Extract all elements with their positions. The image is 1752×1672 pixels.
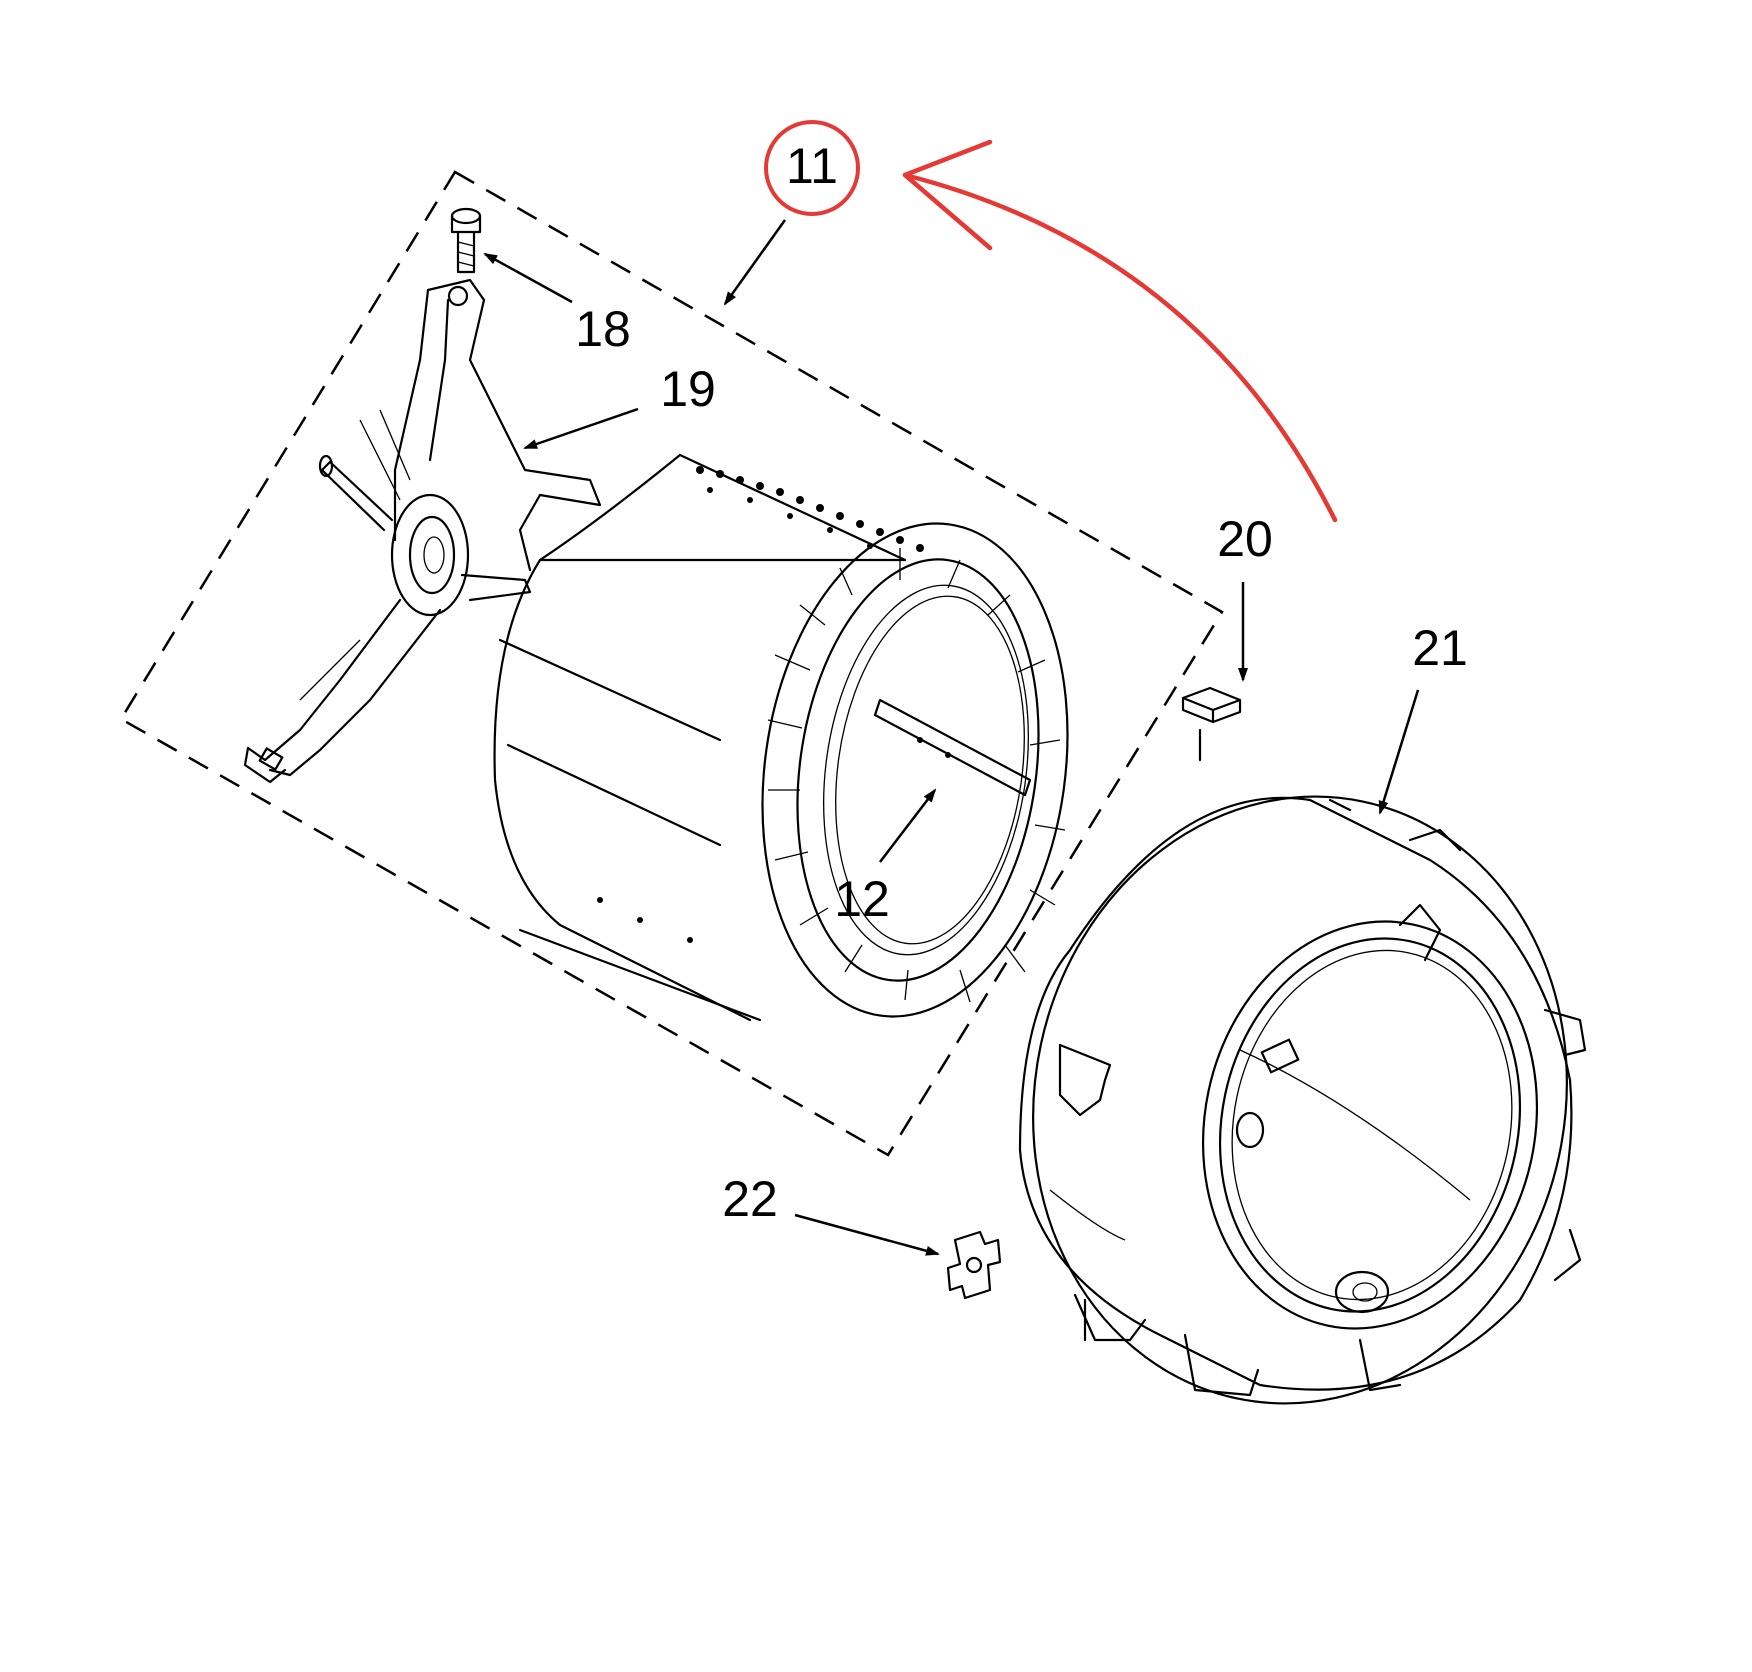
drum-perforations xyxy=(597,466,924,943)
leader-22 xyxy=(794,1213,940,1256)
curved-arrow-annotation xyxy=(902,172,1338,523)
highlight-circle-11 xyxy=(764,120,860,216)
leader-18 xyxy=(483,252,573,304)
part-label-21: 21 xyxy=(1412,620,1468,676)
leader-12 xyxy=(879,788,937,863)
tub-front-part xyxy=(1018,795,1587,1405)
clip-part-20 xyxy=(1181,686,1242,762)
red-annotation xyxy=(764,120,1338,523)
part-label-19: 19 xyxy=(660,361,716,417)
bolt-part xyxy=(450,207,482,274)
curved-arrow-head xyxy=(902,139,993,251)
part-label-20: 20 xyxy=(1217,511,1273,567)
part-label-22: 22 xyxy=(722,1171,778,1227)
part-label-12: 12 xyxy=(834,871,890,927)
part-label-11: 11 xyxy=(786,138,838,194)
leader-19 xyxy=(523,407,639,450)
clip-part-22 xyxy=(946,1230,1002,1300)
leader-11 xyxy=(723,219,787,306)
leader-21 xyxy=(1378,689,1420,815)
assembly-boundary xyxy=(119,170,1224,1157)
washer-drum xyxy=(493,453,1069,1022)
part-label-18: 18 xyxy=(575,301,631,357)
drum-spider-part xyxy=(243,278,602,784)
